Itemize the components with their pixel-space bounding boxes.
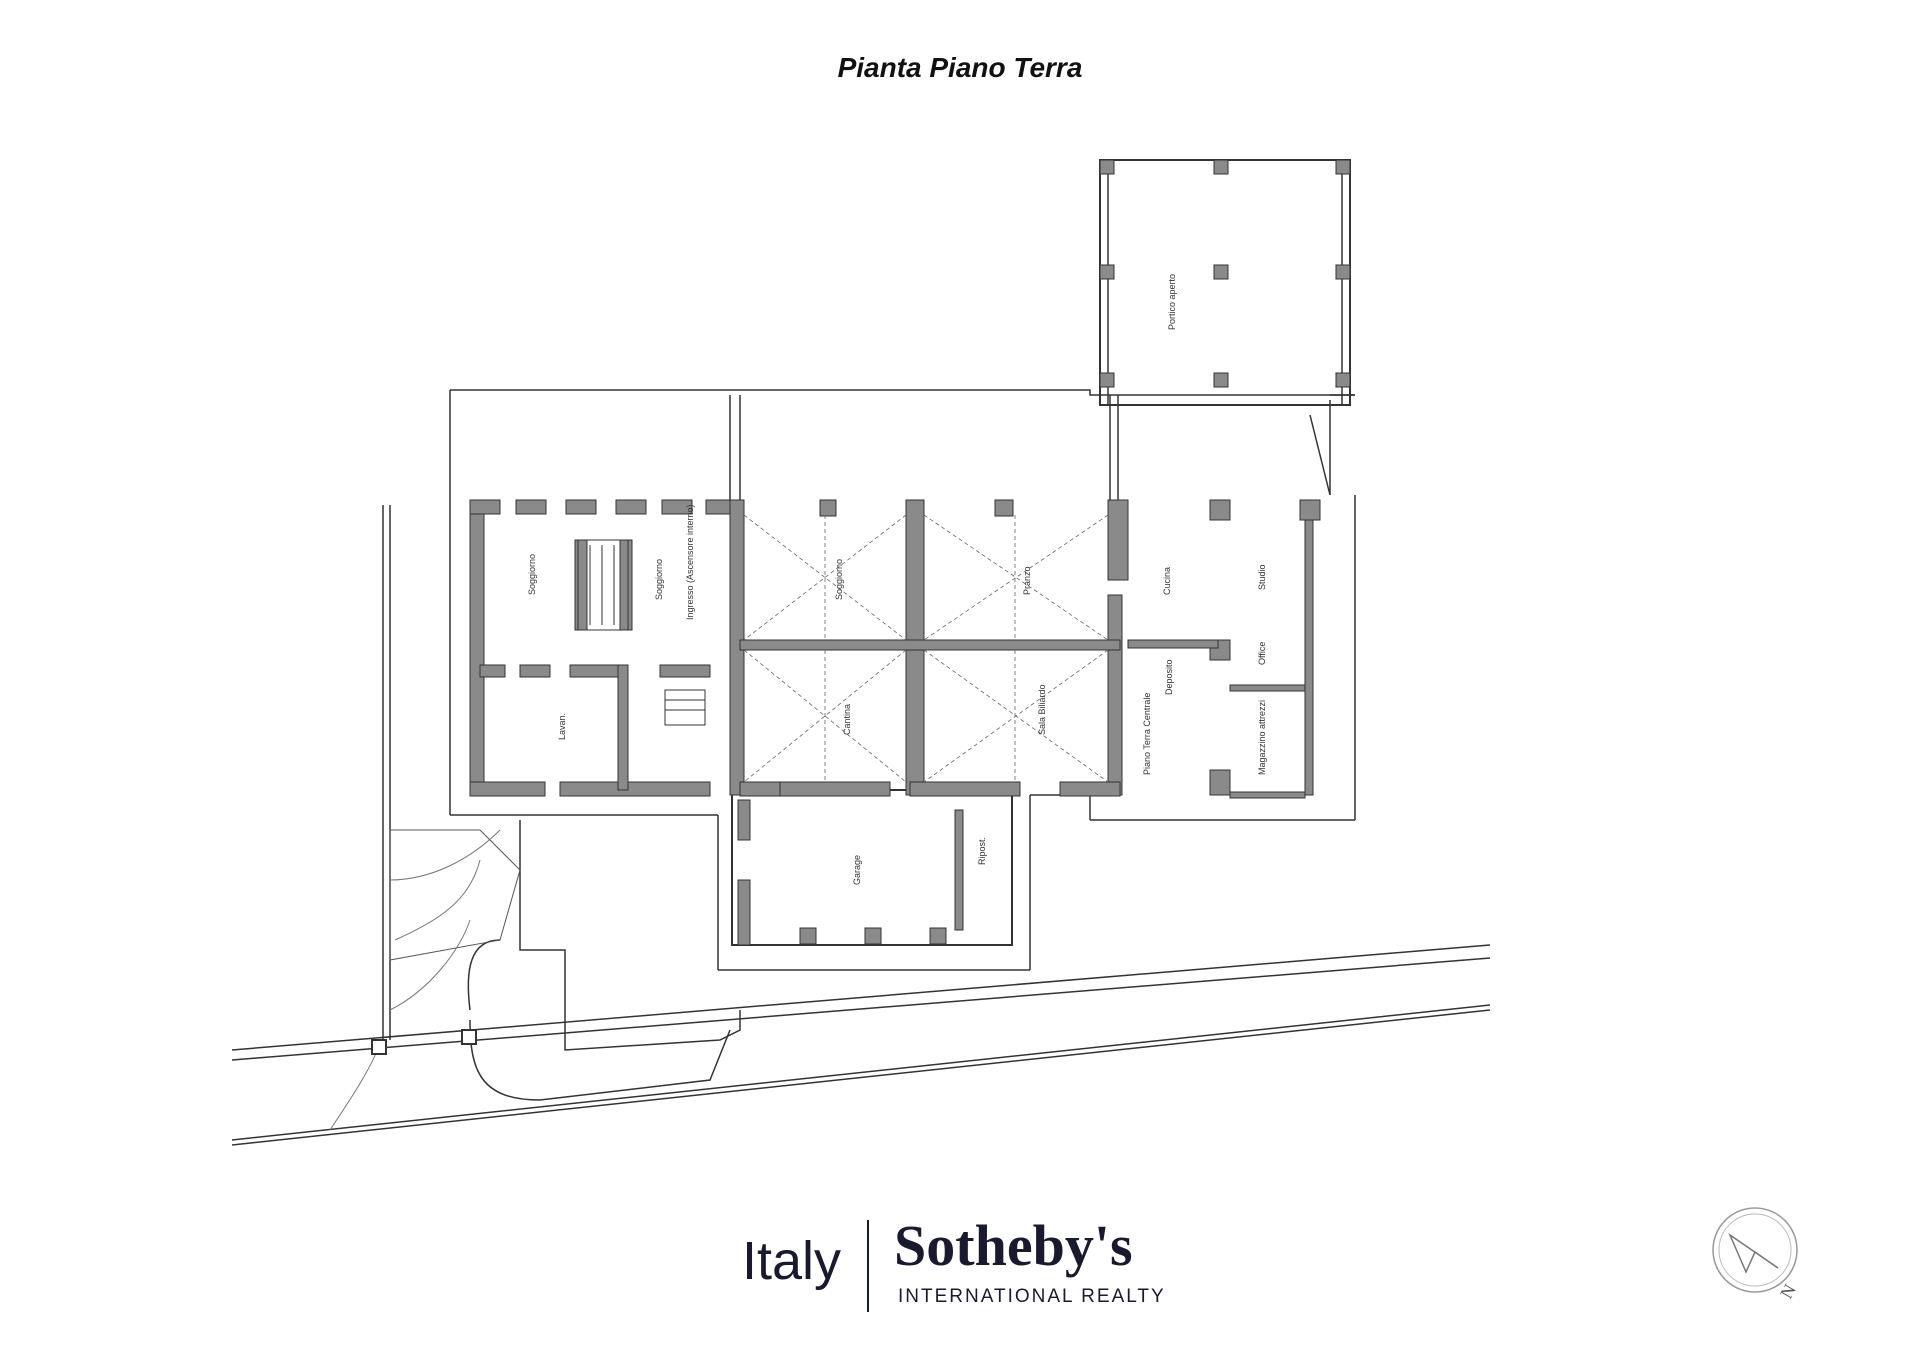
room-label: Garage	[852, 855, 862, 885]
room-label: Magazzino attrezzi	[1257, 700, 1267, 775]
room-label: Soggiorno	[654, 559, 664, 600]
page-title: Pianta Piano Terra	[837, 52, 1083, 83]
room-label: Soggiorno	[527, 554, 537, 595]
room-label: Portico aperto	[1167, 274, 1177, 330]
room-label: Cucina	[1162, 567, 1172, 595]
logo-tagline: INTERNATIONAL REALTY	[898, 1286, 1166, 1307]
room-label: Lavan.	[557, 713, 567, 740]
room-label: Studio	[1257, 564, 1267, 590]
room-label: Ripost.	[977, 837, 987, 865]
room-label: Soggiorno	[834, 559, 844, 600]
vault-lines	[743, 514, 1109, 783]
logo-brand: Sotheby's	[894, 1213, 1133, 1278]
staircase	[577, 539, 706, 726]
logo-region: Italy	[742, 1231, 842, 1291]
logo-divider	[867, 1220, 869, 1312]
room-label: Cantina	[842, 704, 852, 735]
room-label: Pranzo	[1022, 566, 1032, 595]
building-walls	[371, 159, 1351, 1055]
compass-icon: N	[1712, 1207, 1800, 1302]
room-label: Ingresso (Ascensore interno)	[685, 504, 695, 620]
room-label: Sala Biliardo	[1037, 684, 1047, 735]
compass-label: N	[1776, 1281, 1800, 1302]
room-label: Office	[1257, 642, 1267, 665]
room-label: Deposito	[1164, 659, 1174, 695]
site-outline	[231, 159, 1491, 1146]
room-label: Piano Terra Centrale	[1142, 693, 1152, 775]
